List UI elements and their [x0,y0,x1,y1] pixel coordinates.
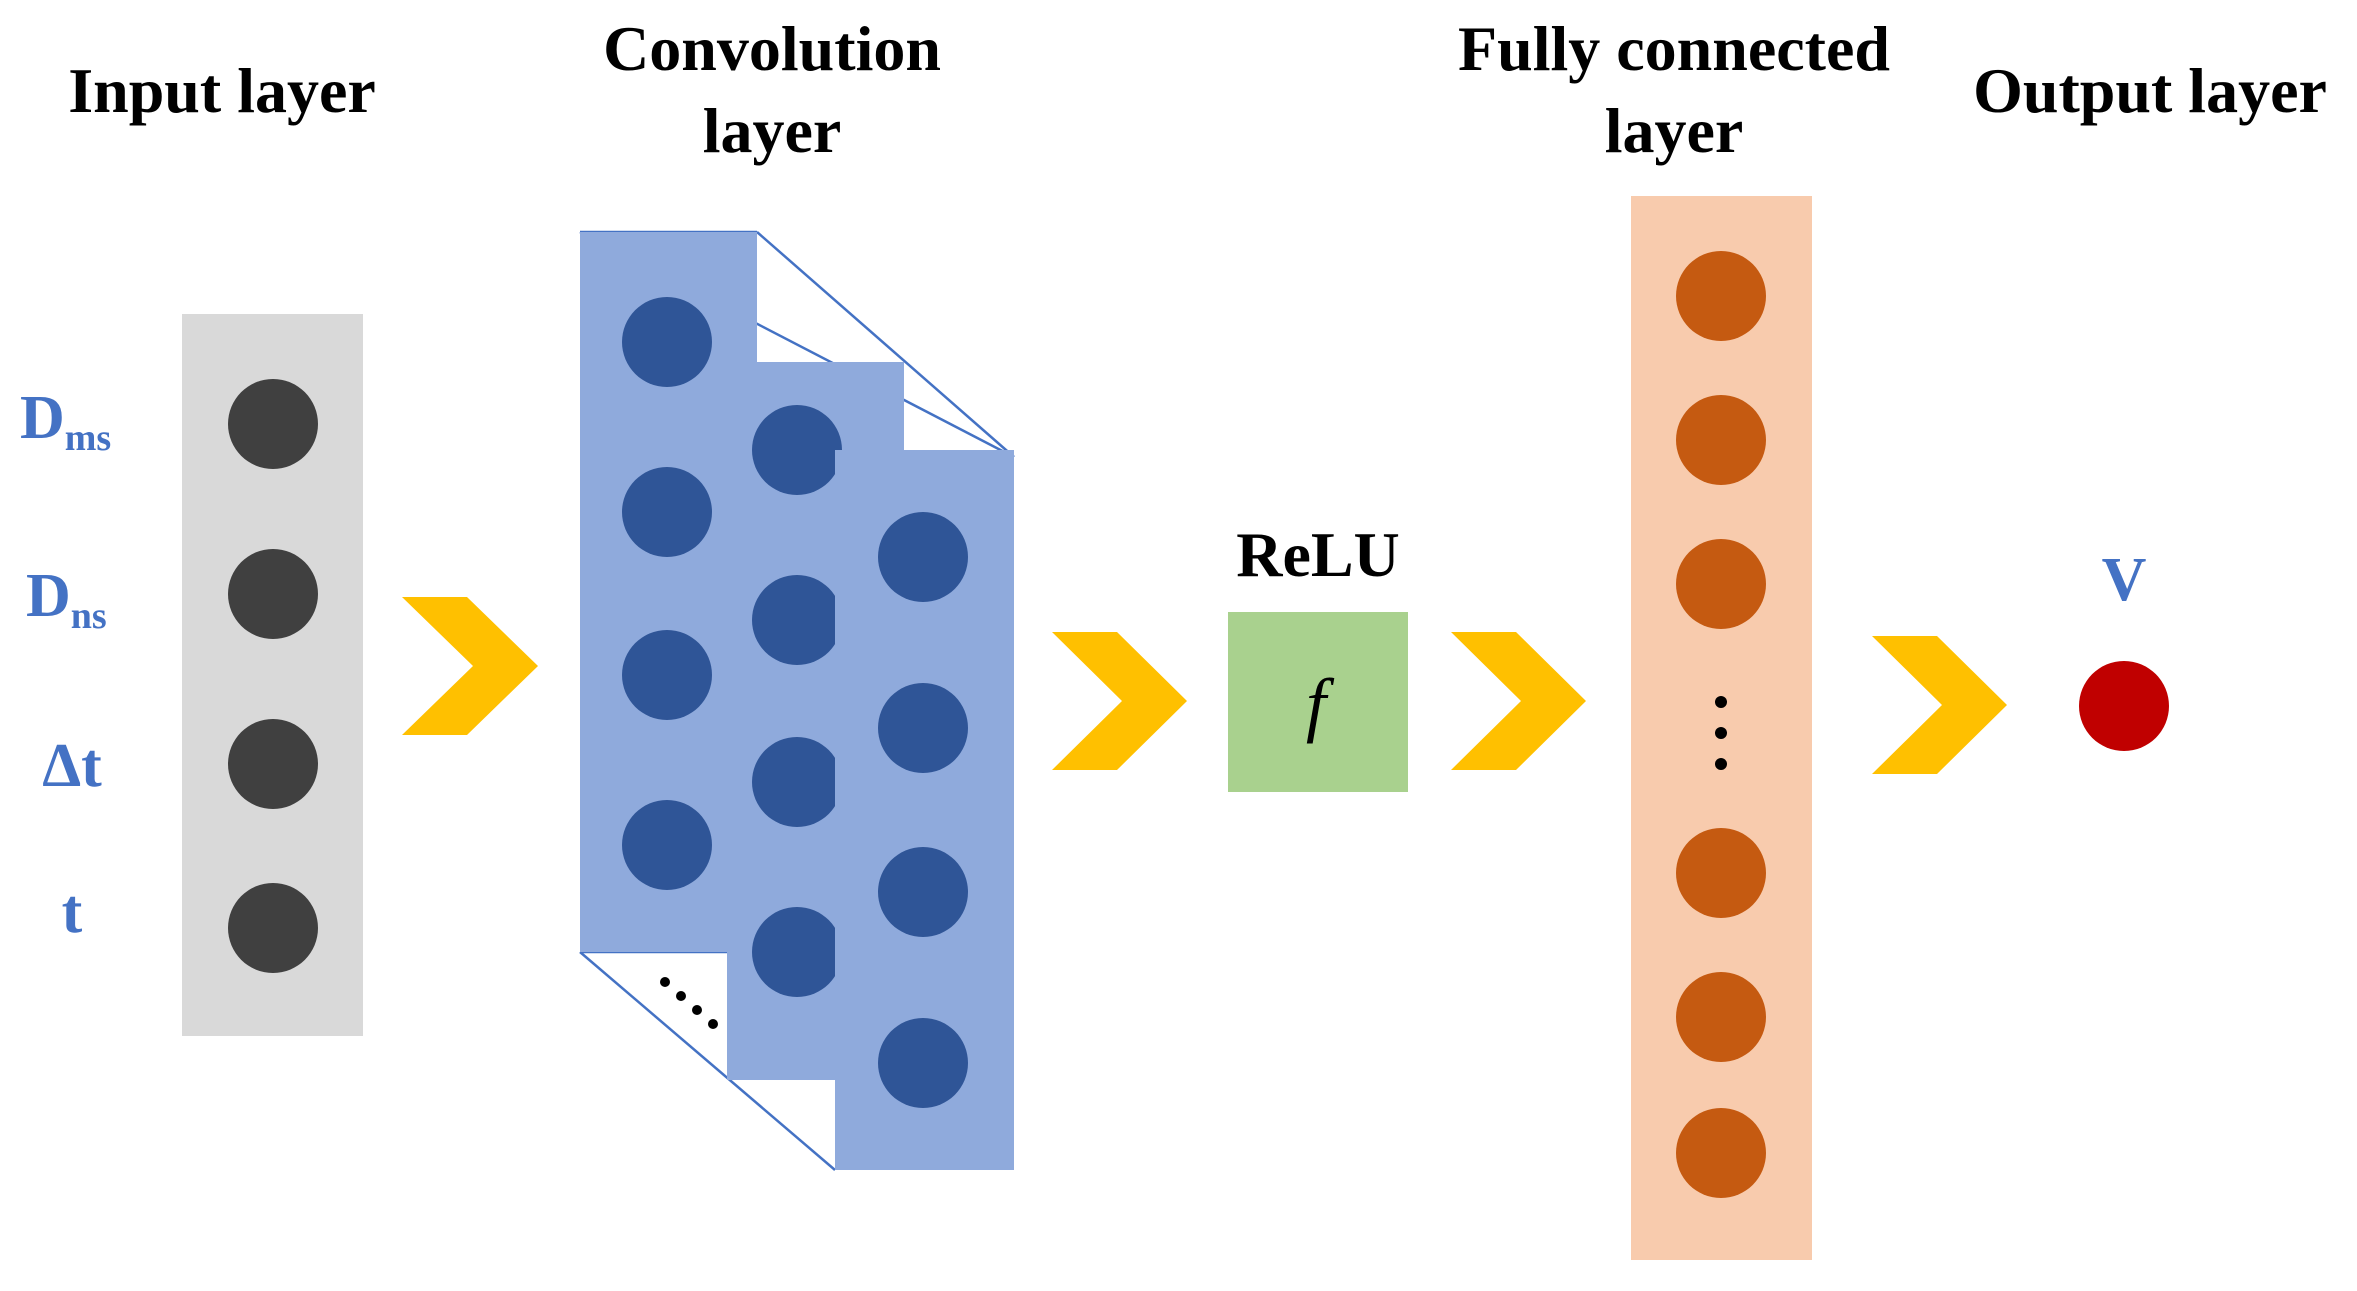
input-node [228,379,318,469]
input-label-dms: Dms [20,384,111,459]
fully-connected-layer-title-line2: layer [1605,95,1744,166]
conv-node [878,512,968,602]
fc-node [1676,972,1766,1062]
input-node [228,719,318,809]
output-label-v: V [2102,546,2147,614]
input-label-t: t [62,878,83,946]
input-node [228,549,318,639]
input-label-delta-t: Δt [42,732,102,800]
conv-node [622,467,712,557]
flow-arrow-4 [1872,636,2007,774]
relu-label: ReLU [1236,519,1400,590]
fc-ellipsis-dots [1715,696,1727,770]
fc-node [1676,1108,1766,1198]
conv-node [752,907,842,997]
conv-node [752,575,842,665]
flow-arrow-3 [1451,632,1586,770]
conv-node [622,800,712,890]
fc-node [1676,828,1766,918]
output-layer-title: Output layer [1973,55,2327,126]
conv-node [878,847,968,937]
conv-node [752,737,842,827]
output-node [2079,661,2169,751]
conv-node [622,297,712,387]
conv-ellipsis-dots [660,977,718,1029]
input-label-dms-sub: ms [65,417,111,459]
conv-node [878,1018,968,1108]
flow-arrow-2 [1052,632,1187,770]
fc-node [1676,395,1766,485]
input-node [228,883,318,973]
conv-node [752,405,842,495]
fully-connected-layer-title-line1: Fully connected [1458,13,1890,84]
convolution-layer-title-line1: Convolution [603,13,941,84]
relu-activation-box [1228,612,1408,792]
input-label-dns-sub: ns [71,595,107,637]
input-label-dns-main: D [26,562,71,630]
input-layer-title: Input layer [68,55,376,126]
convolution-layer-title-line2: layer [703,95,842,166]
conv-node [878,683,968,773]
input-label-dns: Dns [26,562,107,637]
input-label-dms-main: D [20,384,65,452]
flow-arrow-1 [402,597,538,735]
fc-node [1676,539,1766,629]
fc-node [1676,251,1766,341]
conv-node [622,630,712,720]
